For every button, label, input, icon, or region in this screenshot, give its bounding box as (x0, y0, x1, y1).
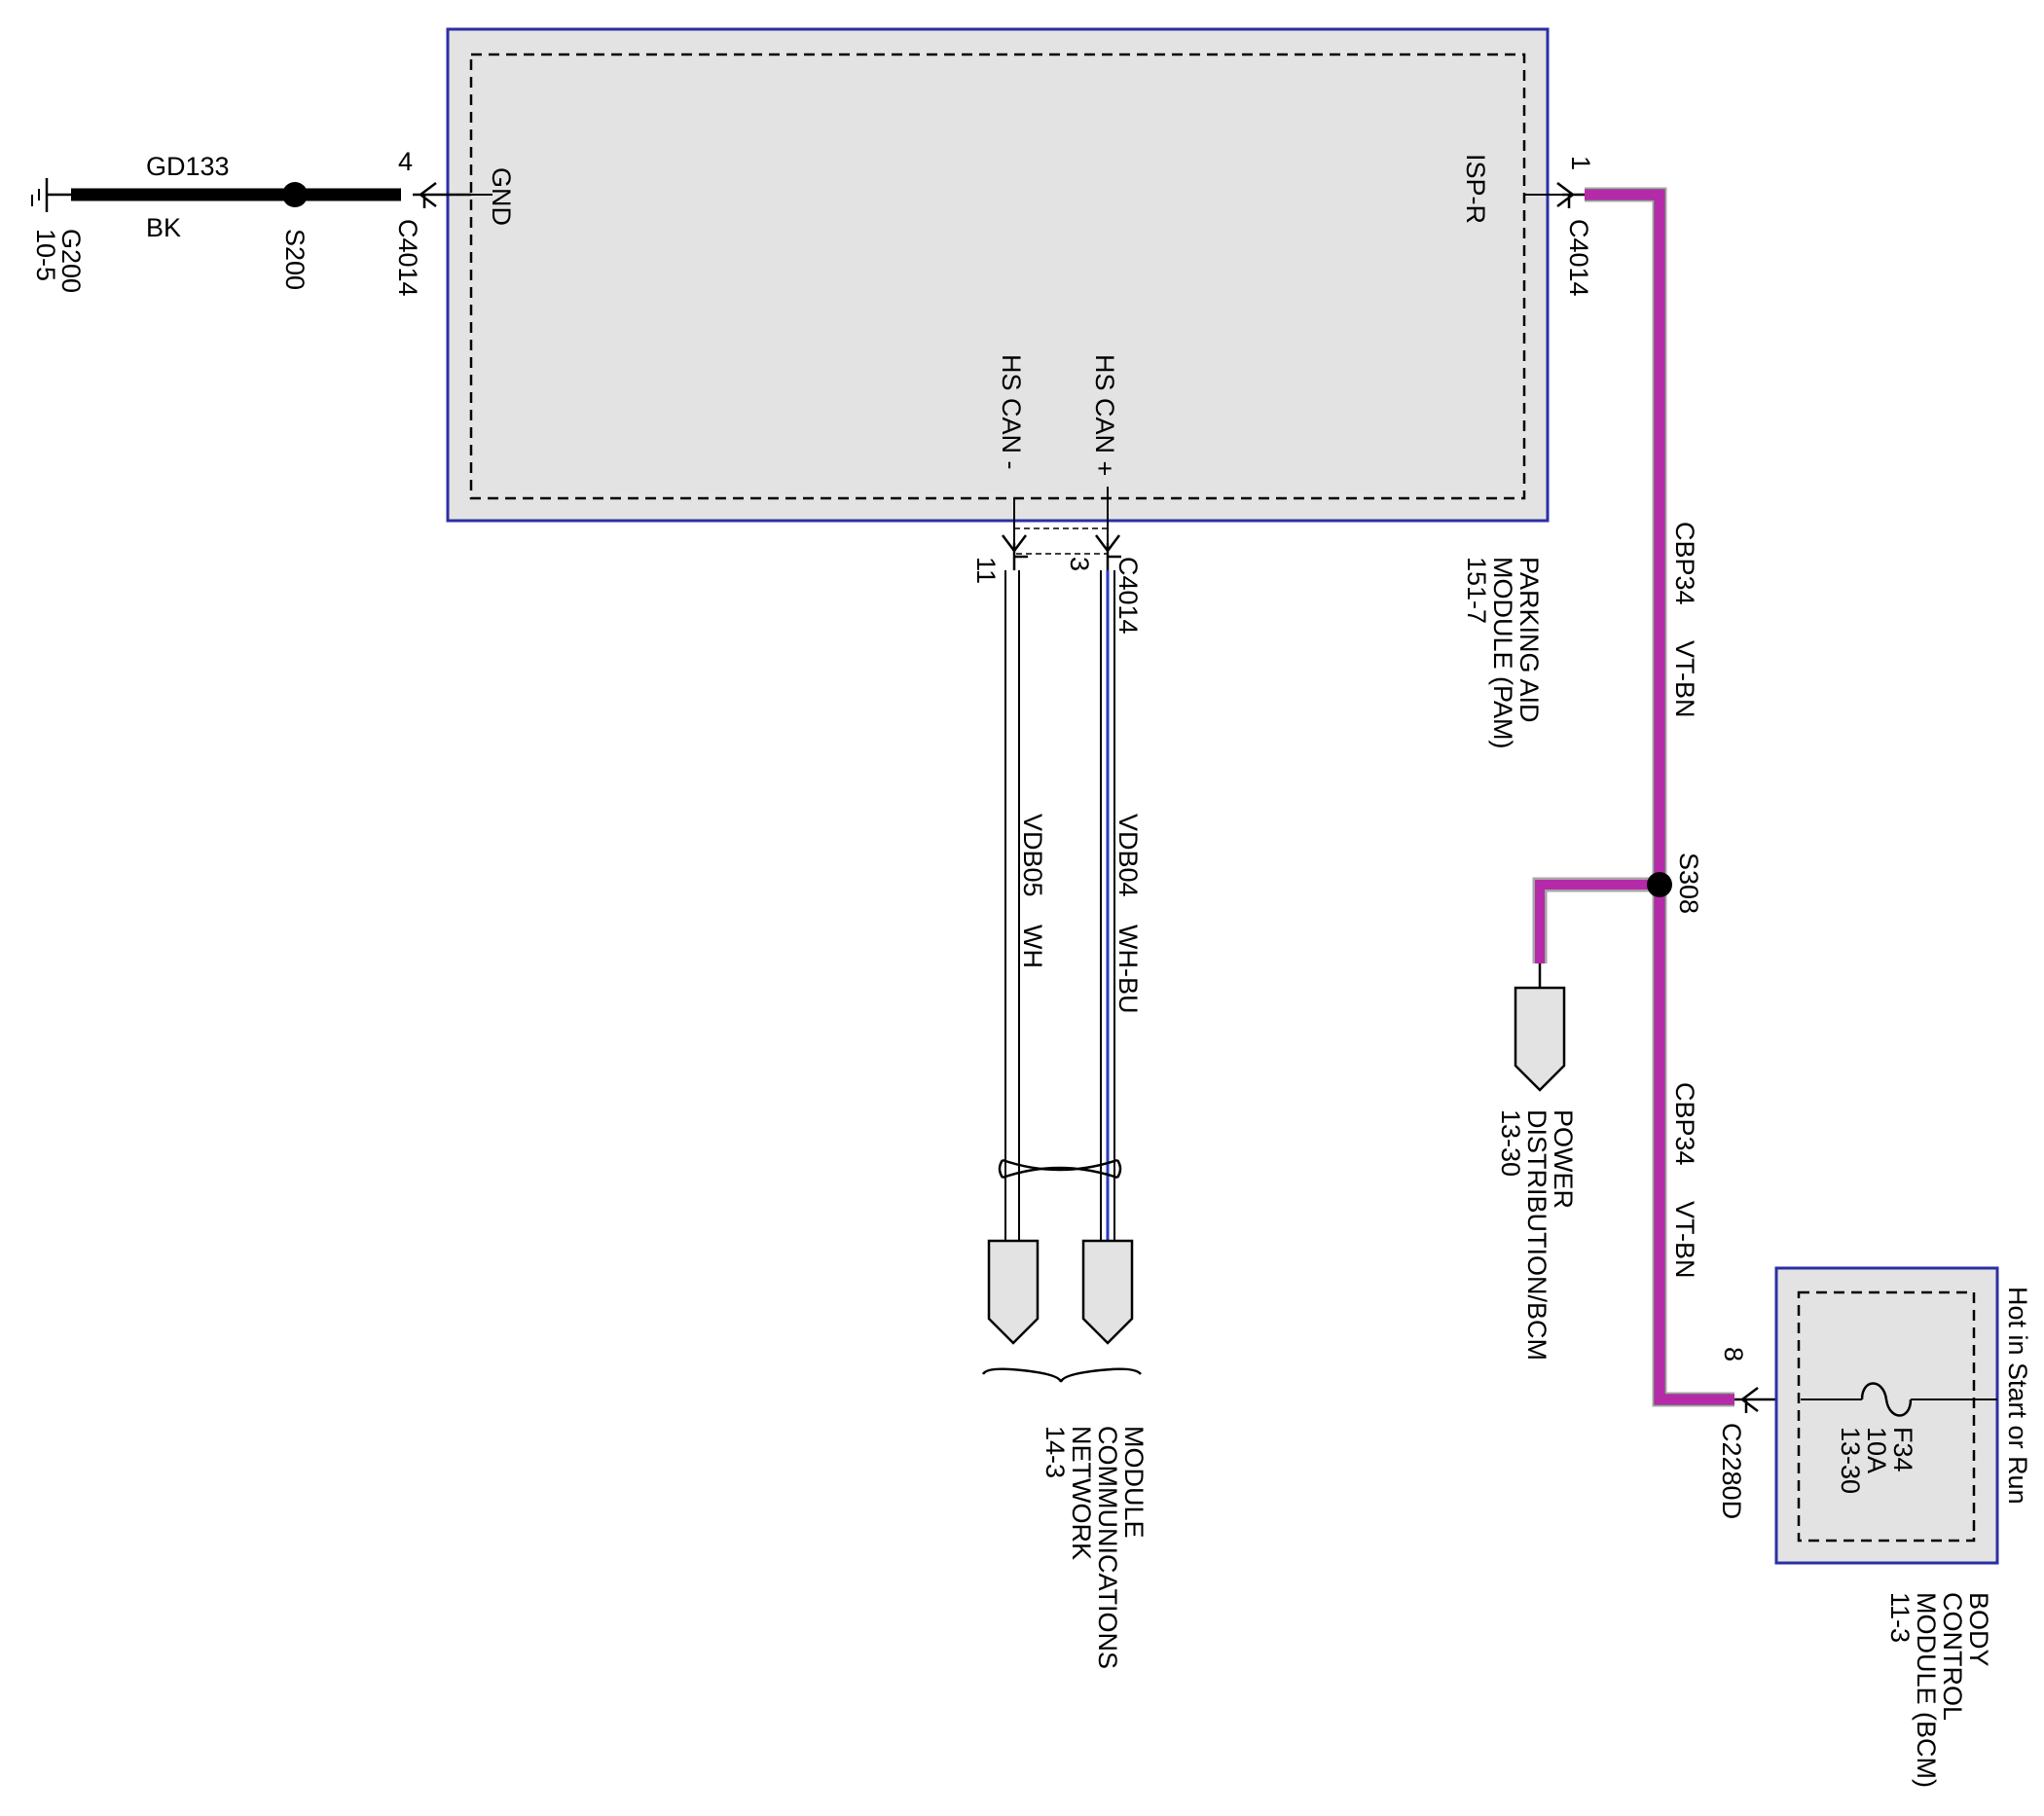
ground-page-ref: 10-5 (31, 229, 60, 281)
pam-pin-gnd-label: GND (487, 167, 516, 226)
can-plus-color: WH-BU (1113, 925, 1143, 1013)
bcm-name-line-2: CONTROL (1938, 1592, 1967, 1721)
pam-module: GND ISP-R HS CAN - HS CAN + PARKING AID … (446, 27, 1550, 749)
pam-name-line-1: PARKING AID (1515, 557, 1544, 723)
bcm-name-line-3: MODULE (BCM) (1912, 1592, 1941, 1788)
fuse-f34-symbol (1860, 1382, 1913, 1417)
bcm-name-line-4: 11-3 (1885, 1592, 1915, 1643)
ignition-feed-circuit: 1 C4014 CBP34 VT-BN S308 CBP34 VT-BN 8 C… (1496, 156, 1801, 1519)
feed-circuit-lower: CBP34 (1670, 1082, 1699, 1166)
pam-pin-isp-r-label: ISP-R (1461, 154, 1490, 224)
feed-circuit-upper: CBP34 (1670, 522, 1699, 605)
can-dest-line-3: NETWORK (1067, 1426, 1096, 1560)
power-dist-line-1: POWER (1549, 1109, 1578, 1209)
can-connector-label: C4014 (1113, 557, 1143, 635)
ground-wire-color: BK (146, 213, 181, 242)
fuse-id: F34 (1888, 1427, 1917, 1472)
pam-module-inner-boundary (469, 53, 1526, 500)
ground-pin-number: 4 (398, 147, 413, 176)
feed-pin-8: 8 (1719, 1347, 1748, 1362)
power-dist-line-2: DISTRIBUTION/BCM (1522, 1109, 1551, 1361)
can-dest-line-4: 14-3 (1040, 1426, 1070, 1478)
can-pin-11: 11 (971, 557, 1001, 584)
hs-can-circuit: 11 3 C4014 VDB05 WH VDB04 WH-BU MODULE C… (971, 487, 1149, 1669)
fuse-page-ref: 13-30 (1836, 1427, 1865, 1494)
splice-s200-label: S200 (280, 229, 310, 290)
bcm-module-inner-boundary (1797, 1290, 1976, 1543)
fuse-f34-label: F34 10A 13-30 (1836, 1427, 1917, 1494)
splice-s200-dot (282, 182, 308, 207)
bcm-module-box (1774, 1266, 1999, 1565)
can-pin-3: 3 (1065, 557, 1094, 571)
can-minus-circuit: VDB05 (1018, 814, 1047, 897)
ground-point-label: G200 (56, 229, 86, 293)
power-distribution-label: POWER DISTRIBUTION/BCM 13-30 (1496, 1109, 1578, 1361)
wire-s308-branch-core (1535, 880, 1660, 963)
power-dist-connector (1514, 986, 1566, 1092)
ground-connector-label: C4014 (393, 219, 422, 297)
wire-s308-branch (1532, 877, 1660, 963)
bcm-hot-in-start-or-run: Hot in Start or Run (2003, 1287, 2032, 1505)
fuse-rating: 10A (1862, 1427, 1891, 1473)
connector-pin-4-terminal (413, 182, 471, 208)
pam-name-line-2: MODULE (PAM) (1488, 557, 1517, 749)
can-plus-connector (1081, 1239, 1134, 1345)
can-destination-brace (981, 1367, 1142, 1383)
can-connector-dashed-outline (1013, 527, 1109, 555)
bcm-name-line-1: BODY (1964, 1592, 1993, 1667)
bcm-module-name: BODY CONTROL MODULE (BCM) 11-3 (1885, 1592, 1993, 1788)
pam-pin-hs-can-minus-label: HS CAN - (997, 354, 1026, 470)
splice-s308-label: S308 (1674, 853, 1703, 914)
splice-s308-dot (1647, 872, 1672, 897)
ground-circuit-number: GD133 (146, 152, 230, 181)
twisted-pair-symbol (998, 1158, 1122, 1180)
can-destination-label: MODULE COMMUNICATIONS NETWORK 14-3 (1040, 1426, 1149, 1669)
can-dest-line-1: MODULE (1119, 1426, 1149, 1539)
can-minus-connector (987, 1239, 1040, 1345)
power-dist-line-3: 13-30 (1496, 1109, 1525, 1177)
can-dest-line-2: COMMUNICATIONS (1093, 1426, 1122, 1669)
pam-module-name: PARKING AID MODULE (PAM) 151-7 (1462, 557, 1544, 749)
feed-color-upper: VT-BN (1670, 640, 1699, 718)
pam-name-line-3: 151-7 (1462, 557, 1491, 624)
ground-circuit: GD133 BK 4 G200 10-5 S200 C4014 (31, 147, 493, 297)
pam-pin-hs-can-plus-label: HS CAN + (1090, 354, 1119, 476)
feed-pin-1: 1 (1566, 156, 1595, 170)
connector-pin-1-terminal (1556, 182, 1585, 208)
feed-connector-pam: C4014 (1564, 219, 1593, 297)
feed-color-lower: VT-BN (1670, 1201, 1699, 1279)
wire-cbp34-vt-bn-core (1585, 190, 1734, 1404)
pam-module-box (446, 27, 1550, 523)
bcm-module: F34 10A 13-30 Hot in Start or Run BODY C… (1774, 1266, 2032, 1788)
feed-connector-bcm: C2280D (1717, 1423, 1746, 1519)
can-minus-color: WH (1018, 925, 1047, 968)
can-plus-circuit: VDB04 (1113, 814, 1143, 897)
